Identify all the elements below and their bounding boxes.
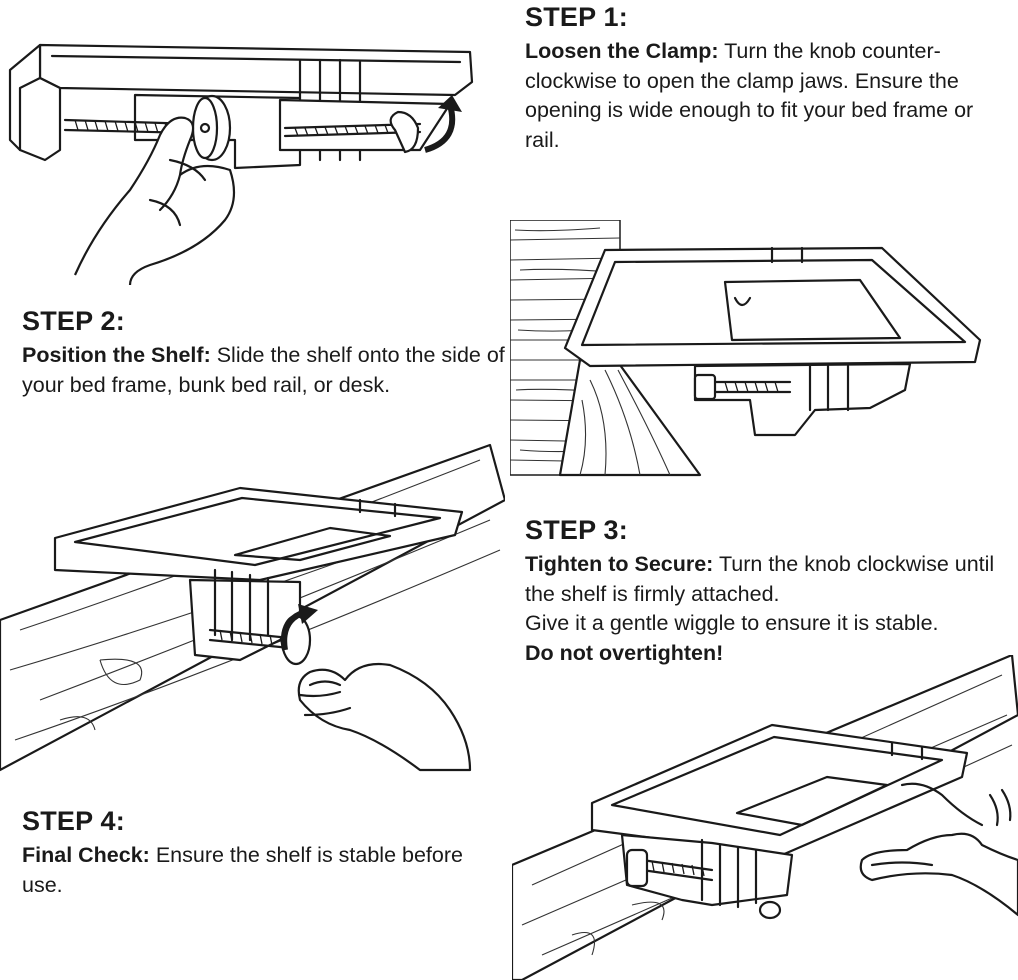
step4-illustration xyxy=(512,655,1018,980)
step2-heading: STEP 2: xyxy=(22,306,125,336)
step3-body: Tighten to Secure: Turn the knob clockwi… xyxy=(525,550,1005,609)
step3-illustration xyxy=(0,440,505,780)
step1-lead: Loosen the Clamp: xyxy=(525,39,719,63)
step3-text: Turn the knob clockwise until the shelf … xyxy=(525,552,995,606)
step3-warning: Do not overtighten! xyxy=(525,639,1005,669)
step1-illustration xyxy=(0,0,500,290)
step2-lead: Position the Shelf: xyxy=(22,343,211,367)
step1-text: Turn the knob counter-clockwise to open … xyxy=(525,39,974,152)
step4-body: Final Check: Ensure the shelf is stable … xyxy=(22,841,502,900)
step2-illustration xyxy=(510,220,990,485)
step4-block: STEP 4: Final Check: Ensure the shelf is… xyxy=(22,806,502,900)
step4-lead: Final Check: xyxy=(22,843,150,867)
step2-body: Position the Shelf: Slide the shelf onto… xyxy=(22,341,512,400)
step1-block: STEP 1: Loosen the Clamp: Turn the knob … xyxy=(525,2,1005,155)
step2-block: STEP 2: Position the Shelf: Slide the sh… xyxy=(22,306,512,400)
step3-lead: Tighten to Secure: xyxy=(525,552,714,576)
step1-body: Loosen the Clamp: Turn the knob counter-… xyxy=(525,37,1005,155)
step3-warning-text: Do not overtighten! xyxy=(525,640,724,665)
step3-text2: Give it a gentle wiggle to ensure it is … xyxy=(525,611,939,635)
step4-text: Ensure the shelf is stable before use. xyxy=(22,843,463,897)
step4-heading: STEP 4: xyxy=(22,806,125,836)
step3-heading: STEP 3: xyxy=(525,515,628,545)
step3-block: STEP 3: Tighten to Secure: Turn the knob… xyxy=(525,515,1005,668)
step2-text: Slide the shelf onto the side of your be… xyxy=(22,343,505,397)
step1-heading: STEP 1: xyxy=(525,2,628,32)
